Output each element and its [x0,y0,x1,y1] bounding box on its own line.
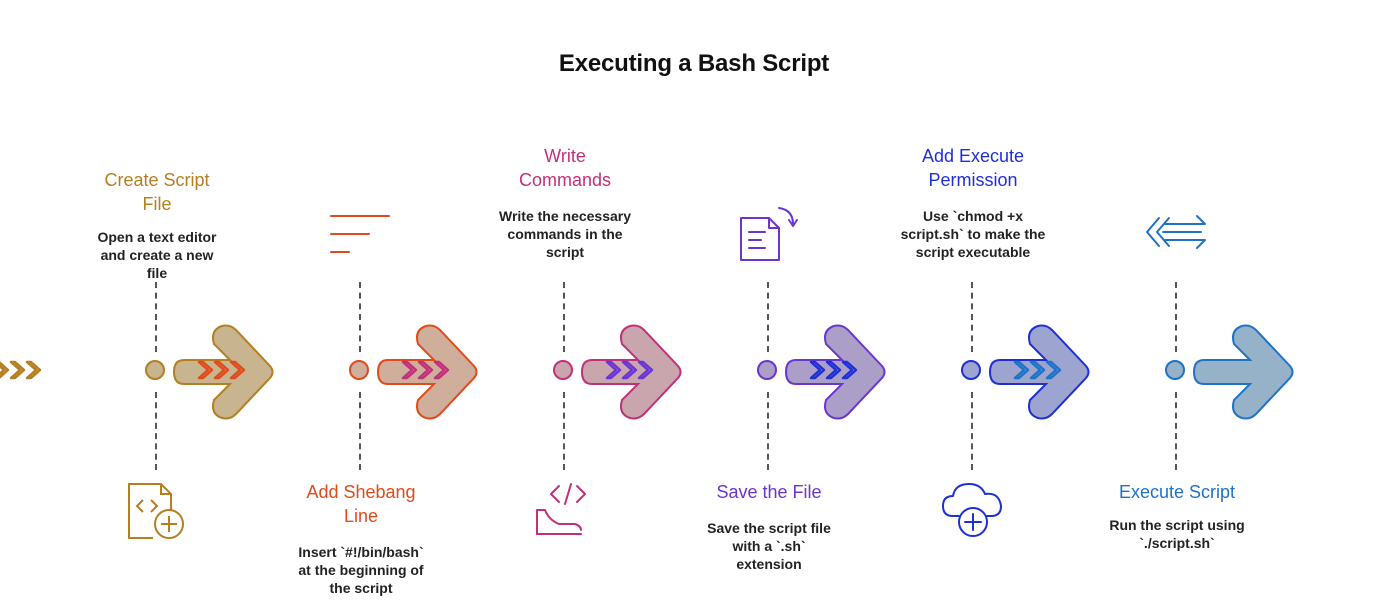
step-label: Save the File [716,482,822,502]
connector-line [359,392,361,470]
triple-chevron-icon [1013,360,1062,380]
step-add-shebang-line: Add Shebang Line Insert `#!/bin/bash` at… [197,0,478,612]
step-description: Write the necessary commands in the scri… [498,208,632,260]
triple-chevron-icon [401,360,450,380]
timeline-node [145,360,165,380]
step-label: Execute Script [1118,482,1236,502]
step-description: Run the script using `./script.sh` [1109,517,1245,551]
connector-line [767,392,769,470]
step-description: Open a text editor and create a new file [97,229,217,281]
step-write-commands: Write Commands Write the necessary comma… [401,0,682,612]
execute-arrows-icon [1146,215,1206,249]
code-hand-icon [536,483,586,535]
step-label: Create Script File [104,170,210,214]
connector-line [155,282,157,352]
connector-line [563,392,565,470]
triple-chevron-icon [809,360,858,380]
timeline-node [553,360,573,380]
connector-line [1175,392,1177,470]
connector-line [971,392,973,470]
document-save-icon [740,207,798,261]
connector-line [971,282,973,352]
code-file-add-icon [128,483,184,539]
text-lines-icon [330,215,390,253]
timeline-node [349,360,369,380]
connector-line [563,282,565,352]
step-label: Write Commands [518,146,612,190]
timeline-node [757,360,777,380]
triple-chevron-icon [0,360,42,380]
connector-line [767,282,769,352]
step-save-the-file: Save the File Save the script file with … [605,0,886,612]
triple-chevron-icon [197,360,246,380]
step-label: Add Execute Permission [921,146,1025,190]
timeline-node [961,360,981,380]
timeline-node [1165,360,1185,380]
step-create-script-file: Create Script File Open a text editor an… [0,0,274,612]
step-description: Save the script file with a `.sh` extens… [707,520,831,572]
connector-line [1175,282,1177,352]
step-description: Use `chmod +x script.sh` to make the scr… [900,208,1046,260]
triple-chevron-icon [605,360,654,380]
step-add-execute-permission: Add Execute Permission Use `chmod +x scr… [809,0,1090,612]
cloud-add-icon [942,483,1002,537]
arrow-icon [1192,324,1294,420]
page-title: Executing a Bash Script [558,50,830,77]
connector-line [359,282,361,352]
step-description: Insert `#!/bin/bash` at the beginning of… [298,544,424,596]
step-execute-script: Execute Script Run the script using `./s… [1013,0,1294,612]
connector-line [155,392,157,470]
step-label: Add Shebang Line [306,482,416,526]
